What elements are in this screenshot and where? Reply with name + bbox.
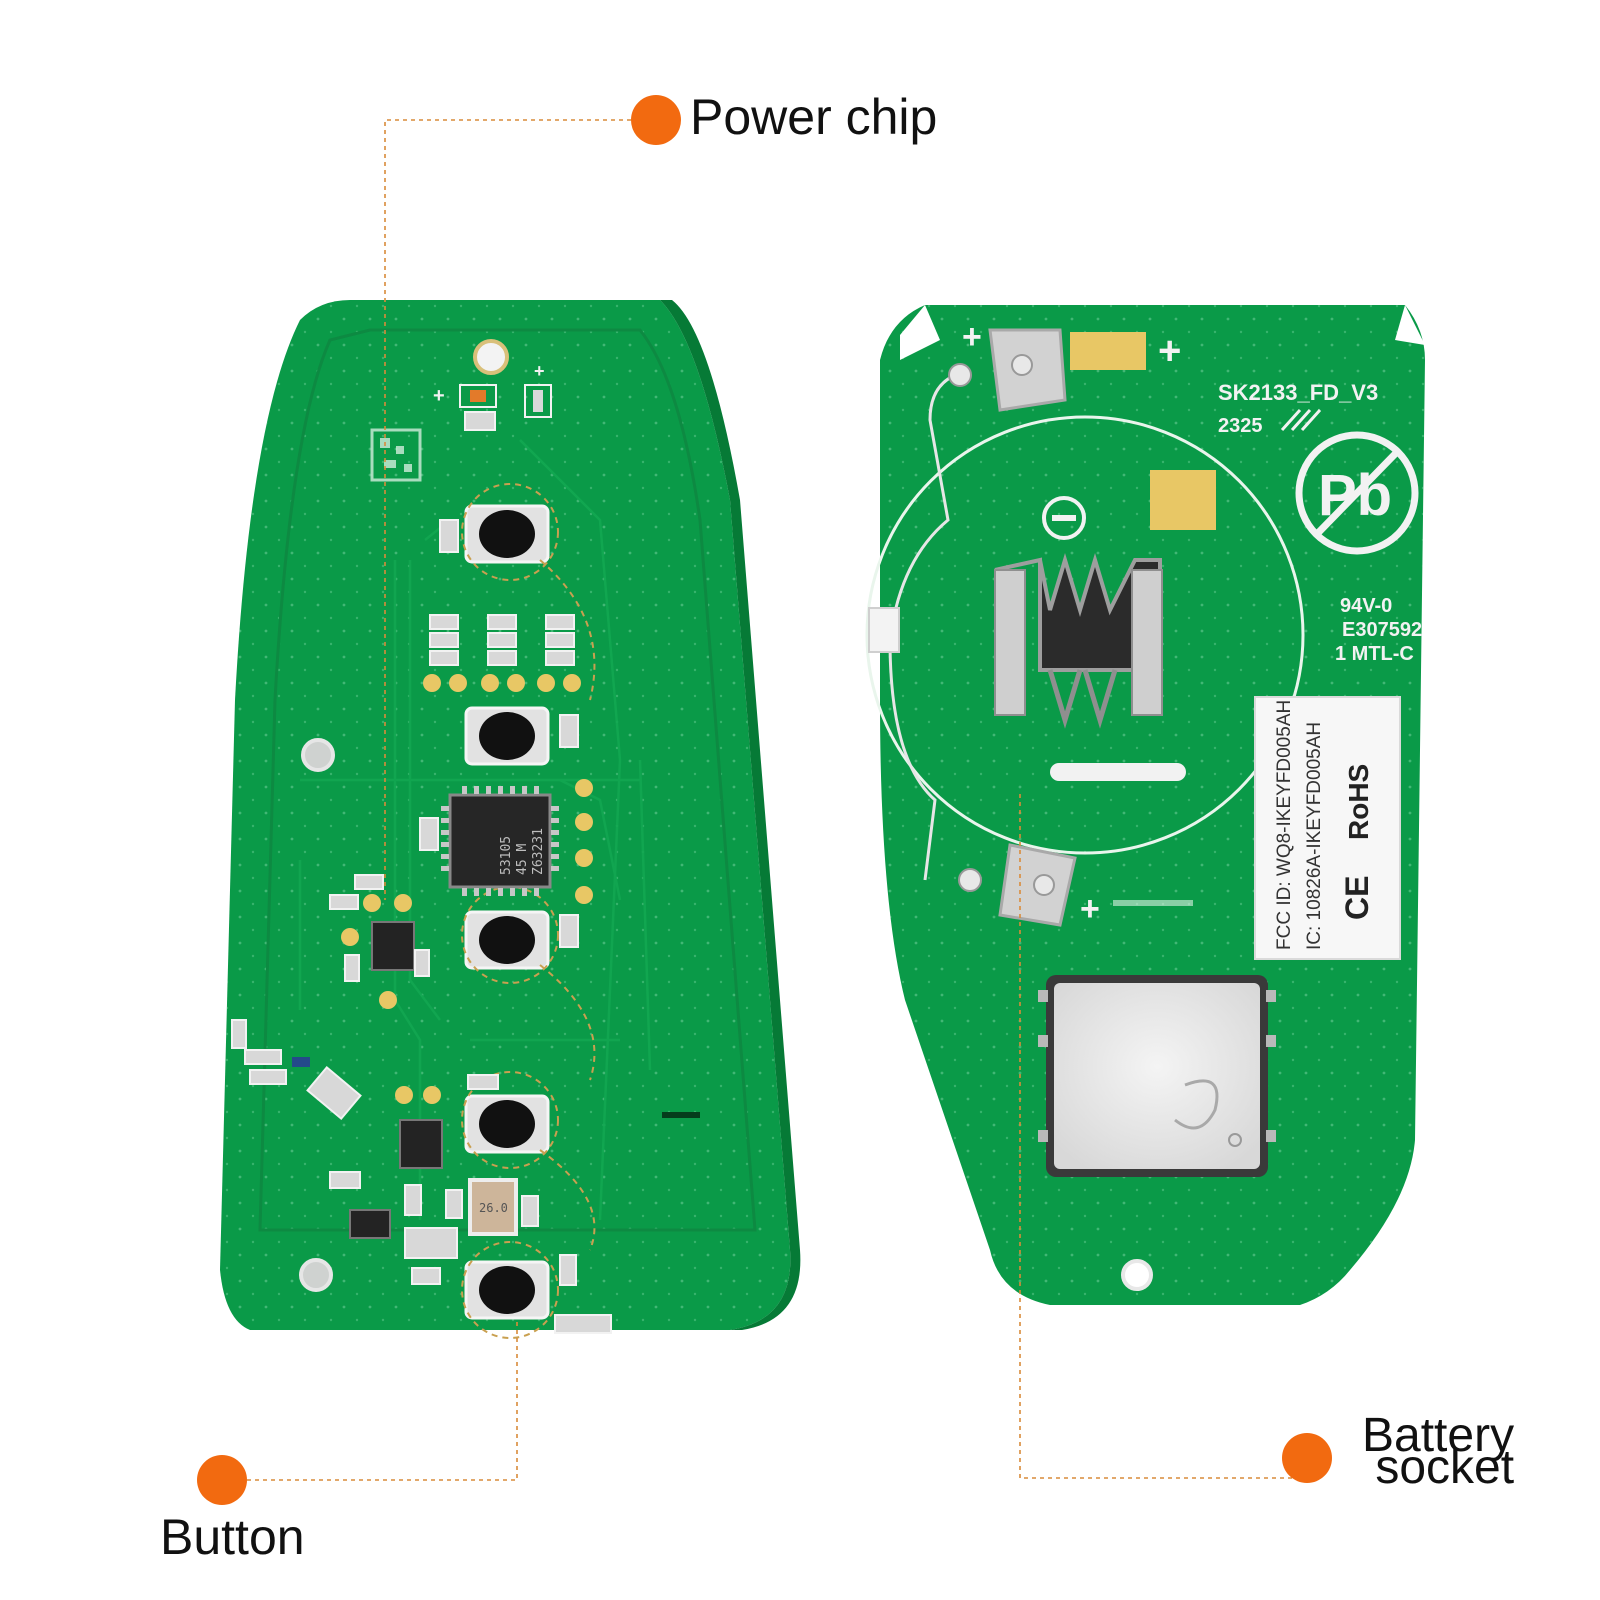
button-callout-dot <box>197 1455 247 1505</box>
rf-shield-module <box>1038 975 1276 1177</box>
battery-minus-symbol <box>1042 496 1086 540</box>
gold-contact-pad <box>1150 470 1216 530</box>
battery-socket-callout-label: Battery socket <box>1362 1409 1515 1494</box>
left-pcb-board: + + <box>220 300 801 1339</box>
lead-free-icon: Pb <box>1295 431 1419 555</box>
tactile-button-2 <box>464 706 550 766</box>
ic-id-text: IC: 10826A-IKEYFD005AH <box>1304 722 1325 950</box>
callout-lines <box>247 119 1308 1481</box>
right-pcb-board: + + + SK2133_FD_V3 2325 <box>865 305 1425 1305</box>
lead-free-text: Pb <box>1318 463 1392 528</box>
board-id-marking: SK2133_FD_V3 <box>1218 380 1378 405</box>
chip-marking-2: 45 M <box>515 844 530 875</box>
battery-socket-label-line2: socket <box>1375 1441 1515 1494</box>
led-plus-sign: + <box>433 385 445 407</box>
ul-rating: 94V-0 <box>1340 595 1392 617</box>
small-chip-1 <box>329 874 430 982</box>
chip-marking-3: Z63231 <box>531 828 546 875</box>
resistor-array <box>429 519 579 948</box>
ul-line-3: 1 MTL-C <box>1335 643 1414 665</box>
ce-mark: CE <box>1339 876 1375 920</box>
gold-pads <box>341 674 593 1104</box>
power-chip: 53105 45 M Z63231 <box>419 786 559 896</box>
battery-top-tab: + + <box>948 318 1181 412</box>
date-code-marking: 2325 <box>1218 415 1263 437</box>
battery-plus-top-left: + <box>962 318 982 356</box>
chip-marking-1: 53105 <box>499 836 514 875</box>
small-chip-2 <box>231 1019 612 1334</box>
tactile-button-4 <box>461 1071 559 1169</box>
crystal-oscillator: 26.0 <box>468 1178 518 1236</box>
led-plus-sign-2: + <box>534 361 545 381</box>
led-component: + + <box>433 361 552 431</box>
battery-socket-label-line1: Battery <box>1362 1409 1515 1462</box>
crystal-marking: 26.0 <box>479 1201 508 1215</box>
battery-socket-callout-dot <box>1282 1433 1332 1483</box>
battery-bottom-tab: + <box>958 843 1193 928</box>
tactile-button-1 <box>461 483 559 581</box>
battery-plus-bottom: + <box>1080 890 1100 928</box>
fcc-id-text: FCC ID: WQ8-IKEYFD005AH <box>1274 700 1295 950</box>
ul-file-number: E307592 <box>1342 619 1422 641</box>
power-chip-callout-dot <box>631 95 681 145</box>
power-chip-callout-label: Power chip <box>690 89 938 145</box>
rohs-mark: RoHS <box>1343 764 1374 840</box>
battery-plus-top-right: + <box>1158 329 1181 373</box>
battery-socket-contacts <box>994 553 1163 729</box>
tactile-button-5 <box>461 1241 559 1339</box>
button-callout-label: Button <box>160 1509 305 1565</box>
fcc-label-sticker: FCC ID: WQ8-IKEYFD005AH IC: 10826A-IKEYF… <box>1254 696 1401 960</box>
